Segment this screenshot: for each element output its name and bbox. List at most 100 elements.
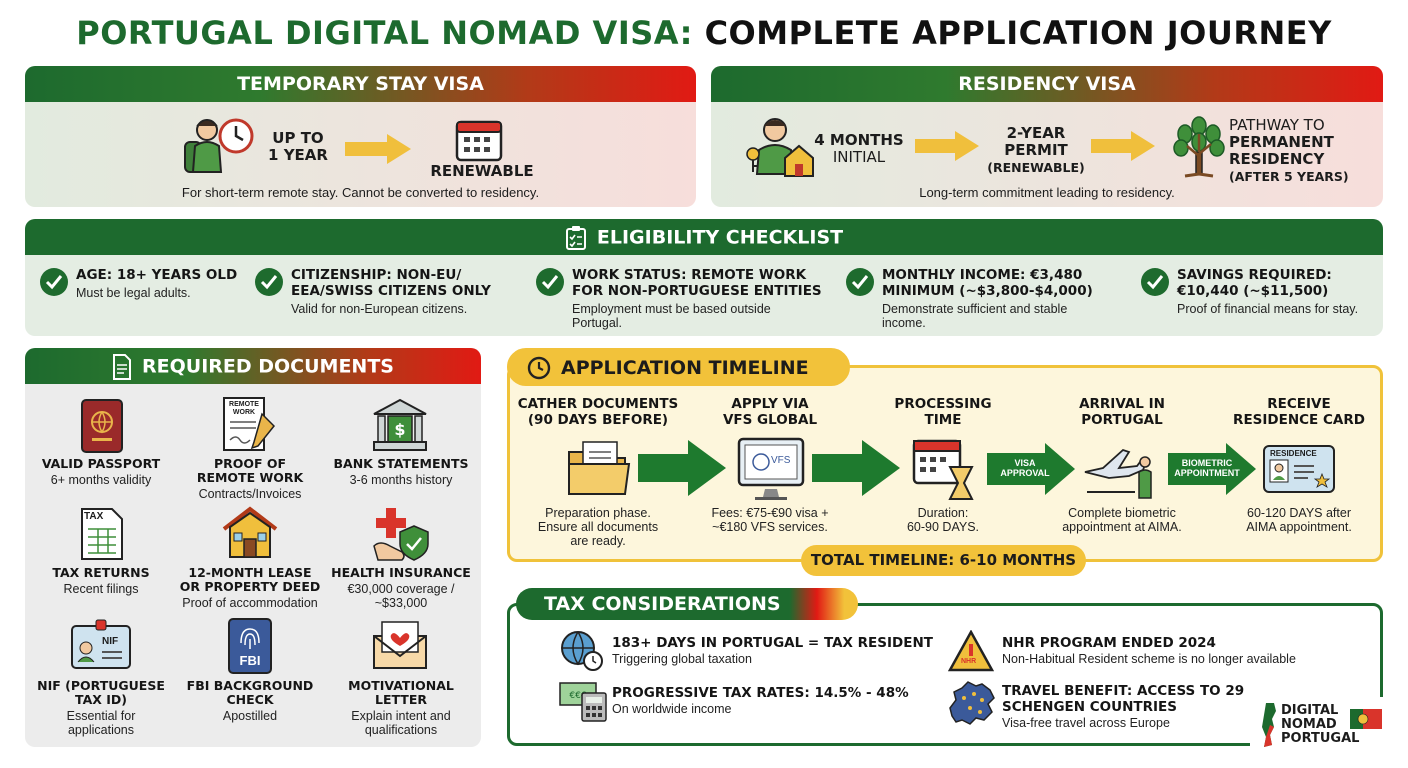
eligibility-title: €10,440 (~$11,500)	[1177, 283, 1329, 299]
timeline-step-detail: Preparation phase.	[545, 506, 651, 520]
globe-clock-icon	[560, 630, 604, 672]
eligibility-detail: Must be legal adults.	[76, 286, 191, 300]
timeline-step-detail: appointment at AIMA.	[1062, 520, 1182, 534]
tax-item-title: 183+ DAYS IN PORTUGAL = TAX RESIDENT	[612, 635, 933, 651]
page-title: PORTUGAL DIGITAL NOMAD VISA: COMPLETE AP…	[76, 14, 1332, 52]
passport-icon	[80, 398, 124, 454]
document-title: OR PROPERTY DEED	[179, 579, 321, 594]
eligibility-header-label: ELIGIBILITY CHECKLIST	[596, 226, 844, 249]
document-detail: ~$33,000	[374, 596, 428, 610]
timeline-step-detail: Duration:	[917, 506, 969, 520]
document-detail: 3-6 months history	[349, 473, 453, 487]
total-timeline-badge: TOTAL TIMELINE: 6-10 MONTHS	[801, 545, 1086, 576]
timeline-step-title: VFS GLOBAL	[722, 412, 818, 428]
calendar-hourglass-icon	[912, 437, 978, 501]
document-title: REMOTE WORK	[196, 470, 304, 485]
tax-item-title: SCHENGEN COUNTRIES	[1002, 699, 1177, 715]
temporary-stay-header: TEMPORARY STAY VISA	[25, 66, 696, 102]
warning-icon: NHR	[948, 630, 994, 672]
temporary-duration: UP TO 1 YEAR	[268, 129, 328, 164]
tax-item-detail: Visa-free travel across Europe	[1002, 716, 1170, 730]
clipboard-icon	[565, 225, 587, 251]
tree-icon	[1171, 116, 1227, 178]
timeline-step-title: (90 DAYS BEFORE)	[527, 412, 669, 428]
document-title: HEALTH INSURANCE	[331, 565, 471, 580]
timeline-step-detail: are ready.	[570, 534, 626, 548]
calculator-bills-icon: €€€	[558, 681, 608, 723]
residency-permit: 2-YEAR PERMIT (RENEWABLE)	[987, 124, 1085, 176]
eligibility-detail: Portugal.	[572, 316, 623, 330]
arrow-right-icon	[810, 438, 902, 498]
vfs-monitor-icon: VFS	[737, 437, 805, 501]
tax-header: TAX CONSIDERATIONS	[516, 588, 858, 620]
portugal-flag-icon	[1350, 709, 1382, 729]
tax-item-title: TRAVEL BENEFIT: ACCESS TO 29	[1002, 683, 1245, 699]
document-title: CHECK	[226, 692, 274, 707]
envelope-heart-icon	[372, 620, 428, 670]
eligibility-title: WORK STATUS: REMOTE WORK	[572, 267, 807, 283]
tax-item-title: NHR PROGRAM ENDED 2024	[1002, 635, 1216, 651]
folder-icon	[567, 438, 631, 498]
timeline-step-detail: Ensure all documents	[537, 520, 659, 534]
document-title: MOTIVATIONAL	[348, 678, 454, 693]
check-icon	[40, 268, 68, 296]
nif-card-icon: NIF	[70, 618, 132, 672]
tax-item-detail: Triggering global taxation	[612, 652, 752, 666]
residence-card-icon: RESIDENCE	[1262, 444, 1336, 494]
residency-initial: 4 MONTHS INITIAL	[814, 131, 904, 166]
document-detail: Proof of accommodation	[182, 596, 318, 610]
timeline-step-detail: 60-120 DAYS after	[1247, 506, 1351, 520]
visa-approval-arrow: VISA APPROVAL	[985, 441, 1077, 497]
eligibility-detail: Demonstrate sufficient and stable	[882, 302, 1068, 316]
arrow-right-icon	[913, 129, 981, 163]
timeline-step-title: CATHER DOCUMENTS	[517, 396, 679, 412]
europe-map-icon	[946, 680, 998, 726]
document-detail: Contracts/Invoices	[198, 487, 302, 501]
residency-visa-panel: RESIDENCY VISA 4 MONTHS INITIAL 2-YEAR P…	[711, 66, 1383, 207]
house-icon	[220, 505, 280, 559]
check-icon	[536, 268, 564, 296]
arrow-right-icon	[636, 438, 728, 498]
eligibility-detail: Employment must be based outside	[572, 302, 771, 316]
tax-panel	[507, 603, 1383, 746]
health-shield-icon	[372, 506, 432, 562]
check-icon	[1141, 268, 1169, 296]
tax-item-detail: On worldwide income	[612, 702, 732, 716]
pathway-permanent: PATHWAY TO PERMANENT RESIDENCY (AFTER 5 …	[1229, 116, 1349, 185]
timeline-step-title: PORTUGAL	[1081, 412, 1163, 428]
timeline-step-detail: ~€180 VFS services.	[712, 520, 828, 534]
timeline-step-title: TIME	[924, 412, 962, 428]
person-key-house-icon	[745, 114, 815, 178]
document-title: TAX ID)	[75, 692, 127, 707]
eligibility-header: ELIGIBILITY CHECKLIST	[25, 219, 1383, 255]
eligibility-title: CITIZENSHIP: NON-EU/	[291, 267, 462, 283]
eligibility-title: AGE: 18+ YEARS OLD	[76, 267, 238, 283]
eligibility-title: FOR NON-PORTUGUESE ENTITIES	[572, 283, 822, 299]
document-detail: €30,000 coverage /	[347, 582, 455, 596]
document-detail: qualifications	[364, 723, 438, 737]
document-title: NIF (PORTUGUESE	[37, 678, 165, 693]
check-icon	[846, 268, 874, 296]
eligibility-title: SAVINGS REQUIRED:	[1177, 267, 1332, 283]
document-icon	[112, 353, 132, 380]
documents-header: REQUIRED DOCUMENTS	[25, 348, 481, 384]
svg-text:$: $	[394, 420, 405, 439]
residency-caption: Long-term commitment leading to residenc…	[919, 185, 1175, 200]
airplane-person-icon	[1083, 444, 1167, 500]
fingerprint-badge-icon: FBI	[227, 617, 273, 675]
timeline-step-title: RESIDENCE CARD	[1233, 412, 1365, 428]
eligibility-title: MINIMUM (~$3,800-$4,000)	[882, 283, 1093, 299]
check-icon	[255, 268, 283, 296]
document-detail: applications	[67, 723, 134, 737]
temporary-caption: For short-term remote stay. Cannot be co…	[181, 185, 540, 200]
timeline-step-detail: 60-90 DAYS.	[906, 520, 980, 534]
eligibility-title: EEA/SWISS CITIZENS ONLY	[291, 283, 491, 299]
timeline-step-detail: Fees: €75-€90 visa +	[711, 506, 829, 520]
biometric-appointment-arrow: BIOMETRIC APPOINTMENT	[1166, 441, 1258, 497]
temporary-stay-panel: TEMPORARY STAY VISA UP TO 1 YEAR RENEWAB…	[25, 66, 696, 207]
timeline-step-title: RECEIVE	[1267, 396, 1331, 412]
eligibility-title: MONTHLY INCOME: €3,480	[882, 267, 1083, 283]
eligibility-detail: income.	[882, 316, 926, 330]
eligibility-detail: Proof of financial means for stay.	[1177, 302, 1359, 316]
document-title: VALID PASSPORT	[41, 456, 161, 471]
